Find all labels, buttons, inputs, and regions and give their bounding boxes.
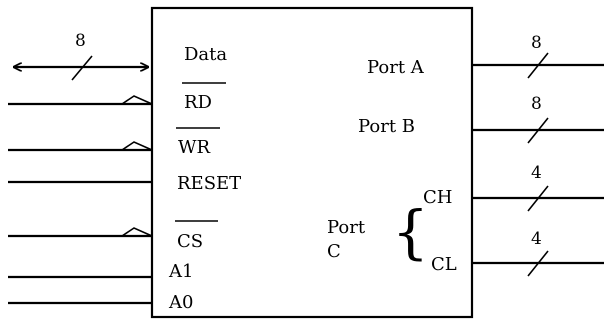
port-label-cl: CL xyxy=(431,254,457,275)
data-bus-slash xyxy=(71,55,93,81)
port-a-slash xyxy=(527,52,549,79)
port-label-c-line2: C xyxy=(327,241,341,262)
pin-label-data: Data xyxy=(184,44,227,65)
rd-inverter-marker xyxy=(121,95,153,105)
port-c-brace: { xyxy=(392,198,429,266)
pin-label-rd: RD xyxy=(184,92,212,113)
port-label-b: Port B xyxy=(358,116,415,137)
port-ch-slash xyxy=(527,185,549,212)
port-cl-width: 4 xyxy=(531,229,542,249)
wr-inverter-marker xyxy=(121,141,153,151)
port-label-a: Port A xyxy=(367,57,425,78)
data-bus-width: 8 xyxy=(75,31,86,51)
chip-body xyxy=(150,6,474,319)
port-b-width: 8 xyxy=(531,94,542,114)
port-ch-width: 4 xyxy=(531,163,542,183)
port-a-width: 8 xyxy=(531,33,542,53)
port-label-c-line1: Port xyxy=(327,217,366,238)
pin-label-wr: WR xyxy=(178,137,211,158)
pin-label-a0: A0 xyxy=(168,292,193,313)
pin-label-cs: CS xyxy=(177,231,203,252)
port-label-ch: CH xyxy=(423,187,452,208)
pin-label-a1: A1 xyxy=(168,261,193,282)
pin-label-reset: RESET xyxy=(177,173,241,194)
port-cl-slash xyxy=(527,250,549,277)
cs-inverter-marker xyxy=(121,227,153,237)
port-b-slash xyxy=(527,117,549,144)
